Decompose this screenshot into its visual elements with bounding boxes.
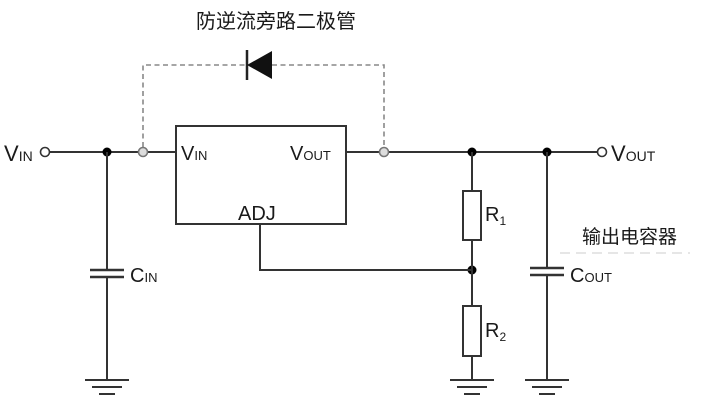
ground-icon-cout xyxy=(525,379,569,395)
output-terminal xyxy=(596,146,608,158)
output-cap-annotation: 输出电容器 xyxy=(582,226,677,248)
ground-icon-cin xyxy=(85,379,129,395)
regulator-pin-out-label: VOUT xyxy=(290,143,331,165)
regulator-pin-adj-label: ADJ xyxy=(238,203,276,225)
input-terminal xyxy=(39,146,51,158)
bypass-node-in xyxy=(137,146,149,158)
output-terminal-label: VOUT xyxy=(611,141,656,166)
input-terminal-label: VIN xyxy=(4,141,33,166)
bypass-dashed-left xyxy=(142,64,247,147)
resistor-r2 xyxy=(462,305,482,357)
cout-label: COUT xyxy=(570,265,612,287)
bypass-dashed-right xyxy=(272,64,385,147)
regulator-box xyxy=(175,125,347,225)
bypass-diode-icon xyxy=(245,50,272,80)
r2-label: R2 xyxy=(485,320,506,344)
diode-title: 防逆流旁路二极管 xyxy=(196,9,356,33)
ground-icon-r2 xyxy=(450,379,494,395)
r1-label: R1 xyxy=(485,204,506,228)
resistor-r1 xyxy=(462,190,482,241)
regulator-pin-in-label: VIN xyxy=(181,143,207,165)
adj-wire xyxy=(259,224,472,271)
cin-label: CIN xyxy=(130,265,157,287)
bypass-node-out xyxy=(378,146,390,158)
